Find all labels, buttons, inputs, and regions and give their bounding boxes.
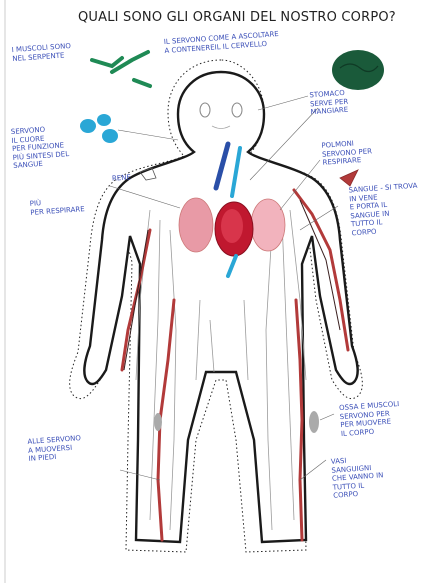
note-legs: ALLE SERVONO A MUOVERSI IN PIEDI (27, 434, 82, 463)
vessel-sketch (340, 170, 358, 186)
note-vessels: VASI SANGUIGNI CHE VANNO IN TUTTO IL COR… (331, 454, 385, 500)
note-kidneys: SERVONO IL CUORE PER FUNZIONE PIÙ SINTES… (11, 124, 70, 170)
note-bones: OSSA E MUSCOLI SERVONO PER PER MUOVERE I… (339, 400, 401, 438)
brain-drawing (332, 50, 384, 90)
right-knee (309, 411, 319, 433)
left-lung (179, 198, 213, 252)
kidneys-drawing (80, 114, 118, 143)
note-rene: RENE (112, 173, 131, 183)
right-lung (251, 199, 285, 251)
note-stomach: STOMACO SERVE PER MANGIARE (309, 89, 349, 117)
left-knee (154, 413, 162, 431)
note-lungs: POLMONI SERVONO PER RESPIRARE (321, 138, 373, 167)
note-blood: SANGUE - SI TROVA IN VENE E PORTA IL SAN… (348, 182, 420, 238)
heart-highlight (221, 209, 243, 243)
muscle-drawing (92, 52, 150, 86)
